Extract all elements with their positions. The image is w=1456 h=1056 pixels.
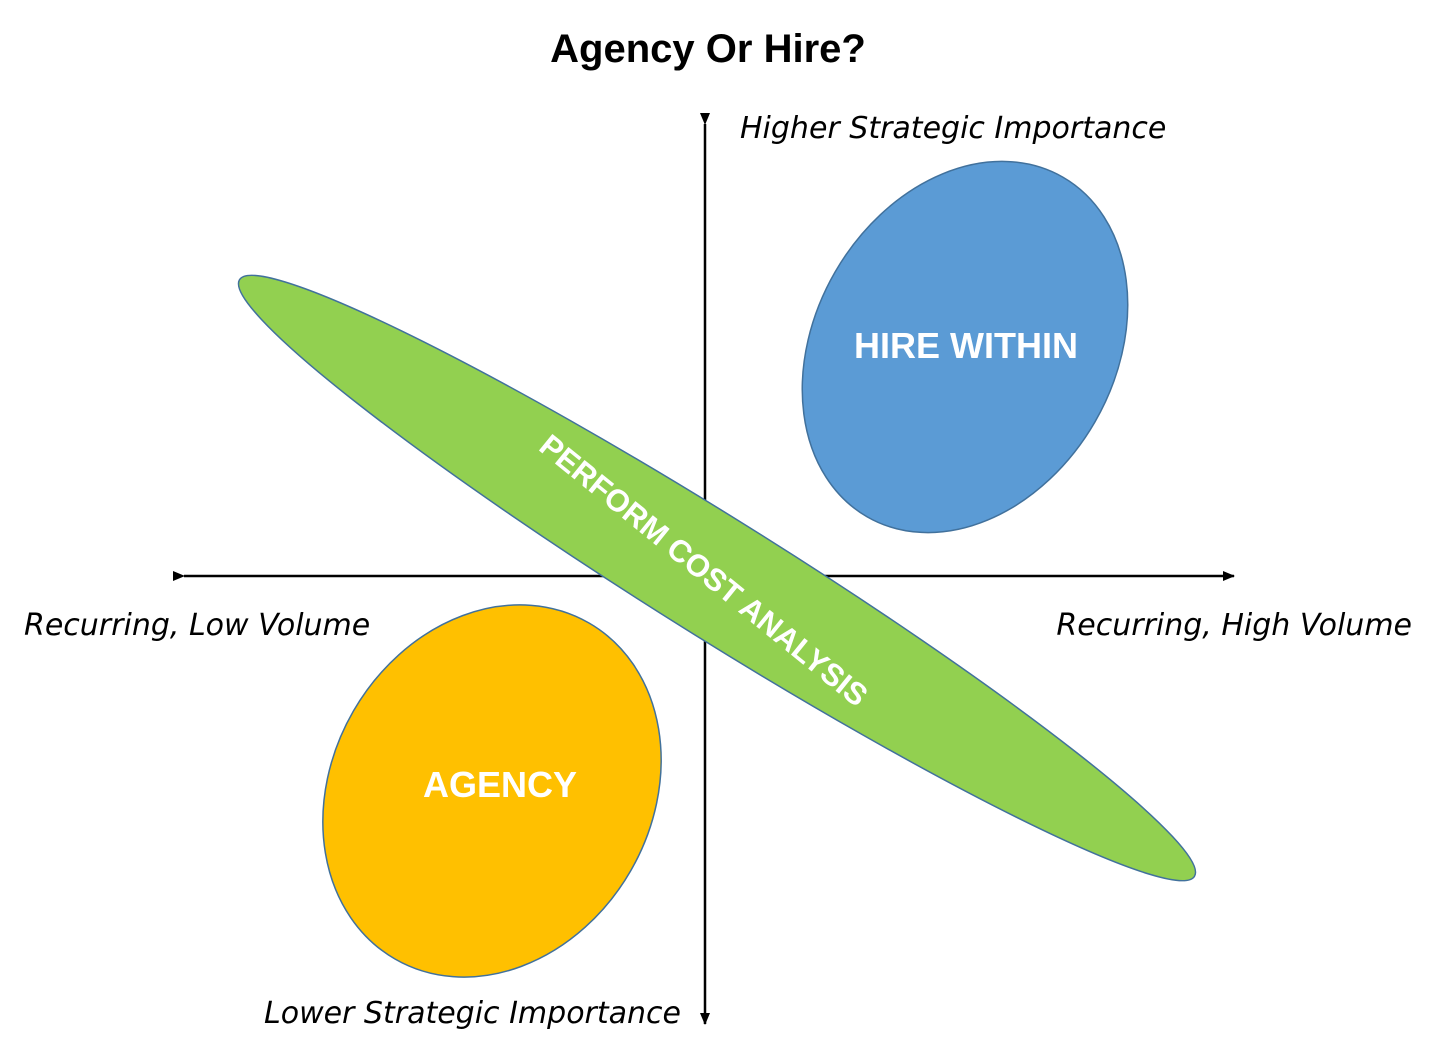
left-axis-label: Recurring, Low Volume xyxy=(24,608,370,643)
diagram-title: Agency Or Hire? xyxy=(550,27,866,71)
agency-region xyxy=(322,604,662,978)
hire-within-label: HIRE WITHIN xyxy=(854,325,1078,366)
right-axis-label: Recurring, High Volume xyxy=(1056,608,1412,643)
agency-label: AGENCY xyxy=(423,764,577,805)
cost-analysis-region xyxy=(237,274,1197,882)
top-axis-label: Higher Strategic Importance xyxy=(740,111,1166,146)
bottom-axis-label: Lower Strategic Importance xyxy=(264,996,681,1031)
hire-within-region xyxy=(801,160,1129,534)
